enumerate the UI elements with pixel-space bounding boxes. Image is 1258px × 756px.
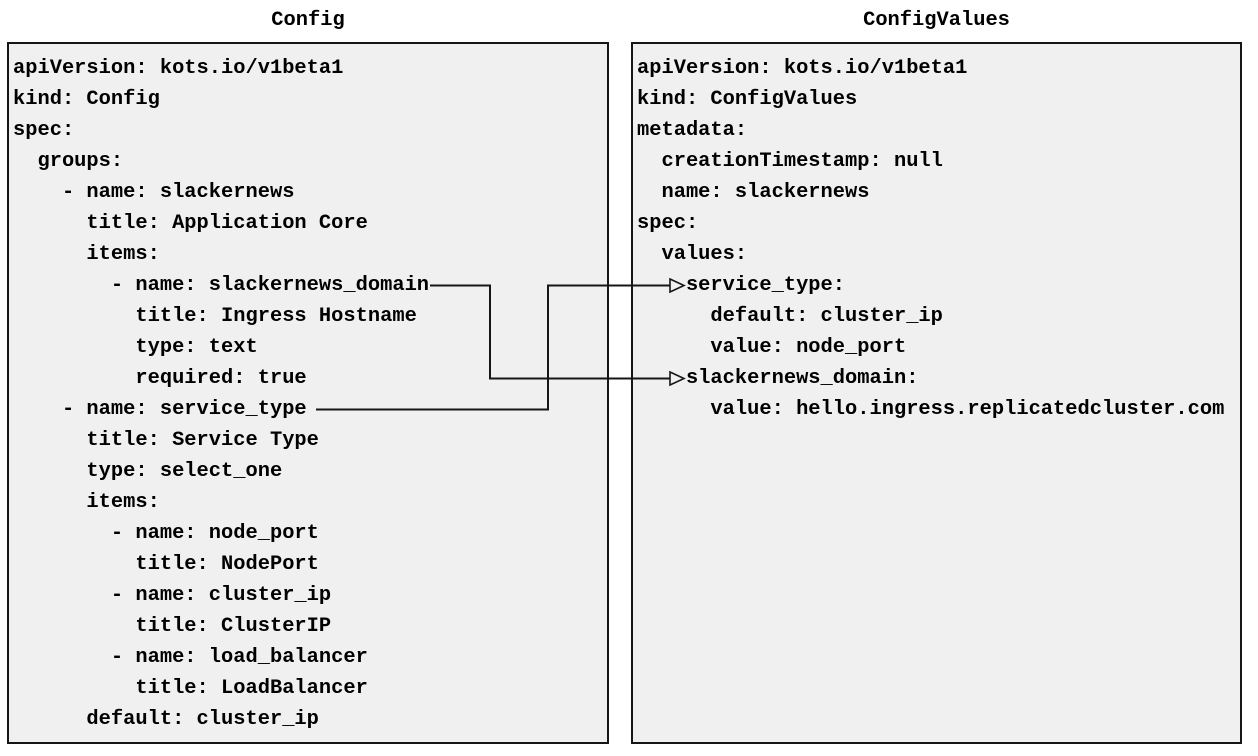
config-yaml-code: apiVersion: kots.io/v1beta1 kind: Config… xyxy=(13,57,430,731)
config-panel-title: Config xyxy=(271,9,345,32)
configvalues-panel: apiVersion: kots.io/v1beta1 kind: Config… xyxy=(631,42,1242,744)
configvalues-panel-title: ConfigValues xyxy=(863,9,1010,32)
config-panel: apiVersion: kots.io/v1beta1 kind: Config… xyxy=(7,42,609,744)
configvalues-yaml-code: apiVersion: kots.io/v1beta1 kind: Config… xyxy=(637,57,1225,421)
